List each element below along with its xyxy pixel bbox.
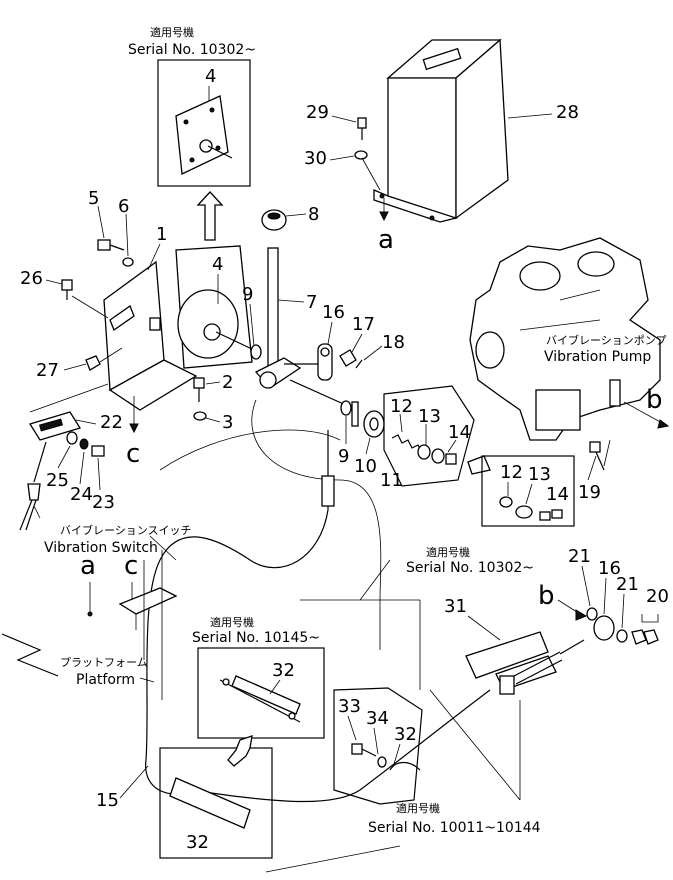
ref-letter-b-right: b [646, 385, 663, 415]
arrow-up-right-icon [227, 735, 253, 767]
inset-top: 適用号機 Serial No. 10302~ 4 [128, 25, 256, 241]
lever-7 [267, 247, 279, 367]
callout-14-lower: 14 [546, 484, 569, 505]
serial-mid-jp: 適用号機 [426, 545, 470, 559]
callout-19: 19 [578, 482, 601, 503]
serial-10145-jp: 適用号機 [210, 615, 254, 629]
callout-26: 26 [20, 268, 43, 289]
callout-6: 6 [118, 196, 129, 217]
callout-32-inset: 32 [272, 660, 295, 681]
platform-en: Platform [76, 672, 135, 688]
callout-34: 34 [366, 708, 389, 729]
serial-10145-en: Serial No. 10145~ [192, 630, 320, 646]
vibration-switch-jp: バイブレーションスイッチ [60, 523, 192, 537]
platform-jp: プラットフォーム [60, 656, 148, 669]
callout-30: 30 [304, 148, 327, 169]
cable-15: 15 [96, 399, 491, 811]
vibration-switch-en: Vibration Switch [44, 540, 158, 556]
lever-assembly: 8 7 [254, 204, 319, 389]
plate-4-inset [175, 95, 229, 175]
callout-12-upper: 12 [390, 396, 413, 417]
ref-letter-a-left: a [80, 551, 96, 581]
callout-29: 29 [306, 102, 329, 123]
break-line-icon [1, 633, 59, 677]
callout-15: 15 [96, 790, 119, 811]
ref-letter-c-left: c [124, 551, 138, 581]
callout-31: 31 [444, 596, 467, 617]
vibration-pump-en: Vibration Pump [544, 349, 651, 365]
callout-32-bottom: 32 [186, 832, 209, 853]
plate-4-main: 4 9 [175, 245, 262, 369]
callout-21-left: 21 [568, 546, 591, 567]
inset-top-box [157, 59, 251, 187]
callout-22: 22 [100, 412, 123, 433]
inset-top-serial: Serial No. 10302~ [128, 42, 256, 58]
vibration-pump-jp: バイブレーションポンプ [546, 333, 666, 347]
callout-20: 20 [646, 586, 669, 607]
serial-bottom-en: Serial No. 10011~10144 [368, 820, 541, 836]
serial-10145-inset: 適用号機 Serial No. 10145~ 32 [192, 615, 325, 739]
callout-9-lower: 9 [338, 446, 349, 467]
callout-28: 28 [556, 102, 579, 123]
inset-32-bottom: 32 [159, 735, 273, 859]
inset-12-14-lower: 12 13 14 [481, 455, 575, 527]
bracket-1: 1 5 6 26 27 2 3 c [20, 188, 233, 469]
callout-3: 3 [222, 412, 233, 433]
callout-7: 7 [306, 292, 317, 313]
linkage-parts: 16 17 18 9 10 11 [289, 302, 405, 491]
callout-16: 16 [322, 302, 345, 323]
callout-13-lower: 13 [528, 464, 551, 485]
callout-4: 4 [212, 254, 223, 275]
inset-12-14-upper: 12 13 14 [383, 385, 491, 487]
arrow-up-icon [196, 191, 224, 241]
vibration-pump: バイブレーションポンプ Vibration Pump b 19 [469, 237, 670, 503]
callout-17: 17 [352, 314, 375, 335]
serial-bottom-jp: 適用号機 [396, 801, 440, 815]
callout-18: 18 [382, 332, 405, 353]
ref-letter-a-top: a [378, 225, 394, 255]
bracket-31: 31 b 21 16 21 20 [429, 546, 669, 801]
cover-box-28: 28 29 30 a [304, 38, 579, 255]
callout-25: 25 [46, 470, 69, 491]
callout-21-right: 21 [616, 574, 639, 595]
callout-1: 1 [156, 224, 167, 245]
vibration-switch-block: バイブレーションスイッチ Vibration Switch a c プラットフォ… [1, 505, 192, 700]
switch-22: 22 25 24 23 [19, 383, 123, 531]
callout-10: 10 [354, 456, 377, 477]
callout-5: 5 [88, 188, 99, 209]
serial-mid-en: Serial No. 10302~ [406, 560, 534, 576]
callout-14-upper: 14 [448, 422, 471, 443]
callout-33: 33 [338, 696, 361, 717]
callout-27: 27 [36, 360, 59, 381]
inset-33-34: 33 34 32 [333, 687, 423, 805]
callout-8: 8 [308, 204, 319, 225]
callout-9-upper: 9 [242, 284, 253, 305]
callout-13-upper: 13 [418, 406, 441, 427]
ref-letter-c-mid: c [126, 439, 140, 469]
ref-letter-b-mid: b [538, 581, 555, 611]
callout-12-lower: 12 [500, 462, 523, 483]
serial-mid: 適用号機 Serial No. 10302~ [300, 545, 534, 690]
inset-top-applicable-label: 適用号機 [150, 25, 194, 39]
callout-23: 23 [92, 492, 115, 513]
callout-24: 24 [70, 484, 93, 505]
callout-16-right: 16 [598, 558, 621, 579]
serial-bottom: 適用号機 Serial No. 10011~10144 [265, 801, 541, 873]
callout-4-inset: 4 [205, 66, 216, 87]
callout-2: 2 [222, 372, 233, 393]
callout-32-small: 32 [394, 724, 417, 745]
